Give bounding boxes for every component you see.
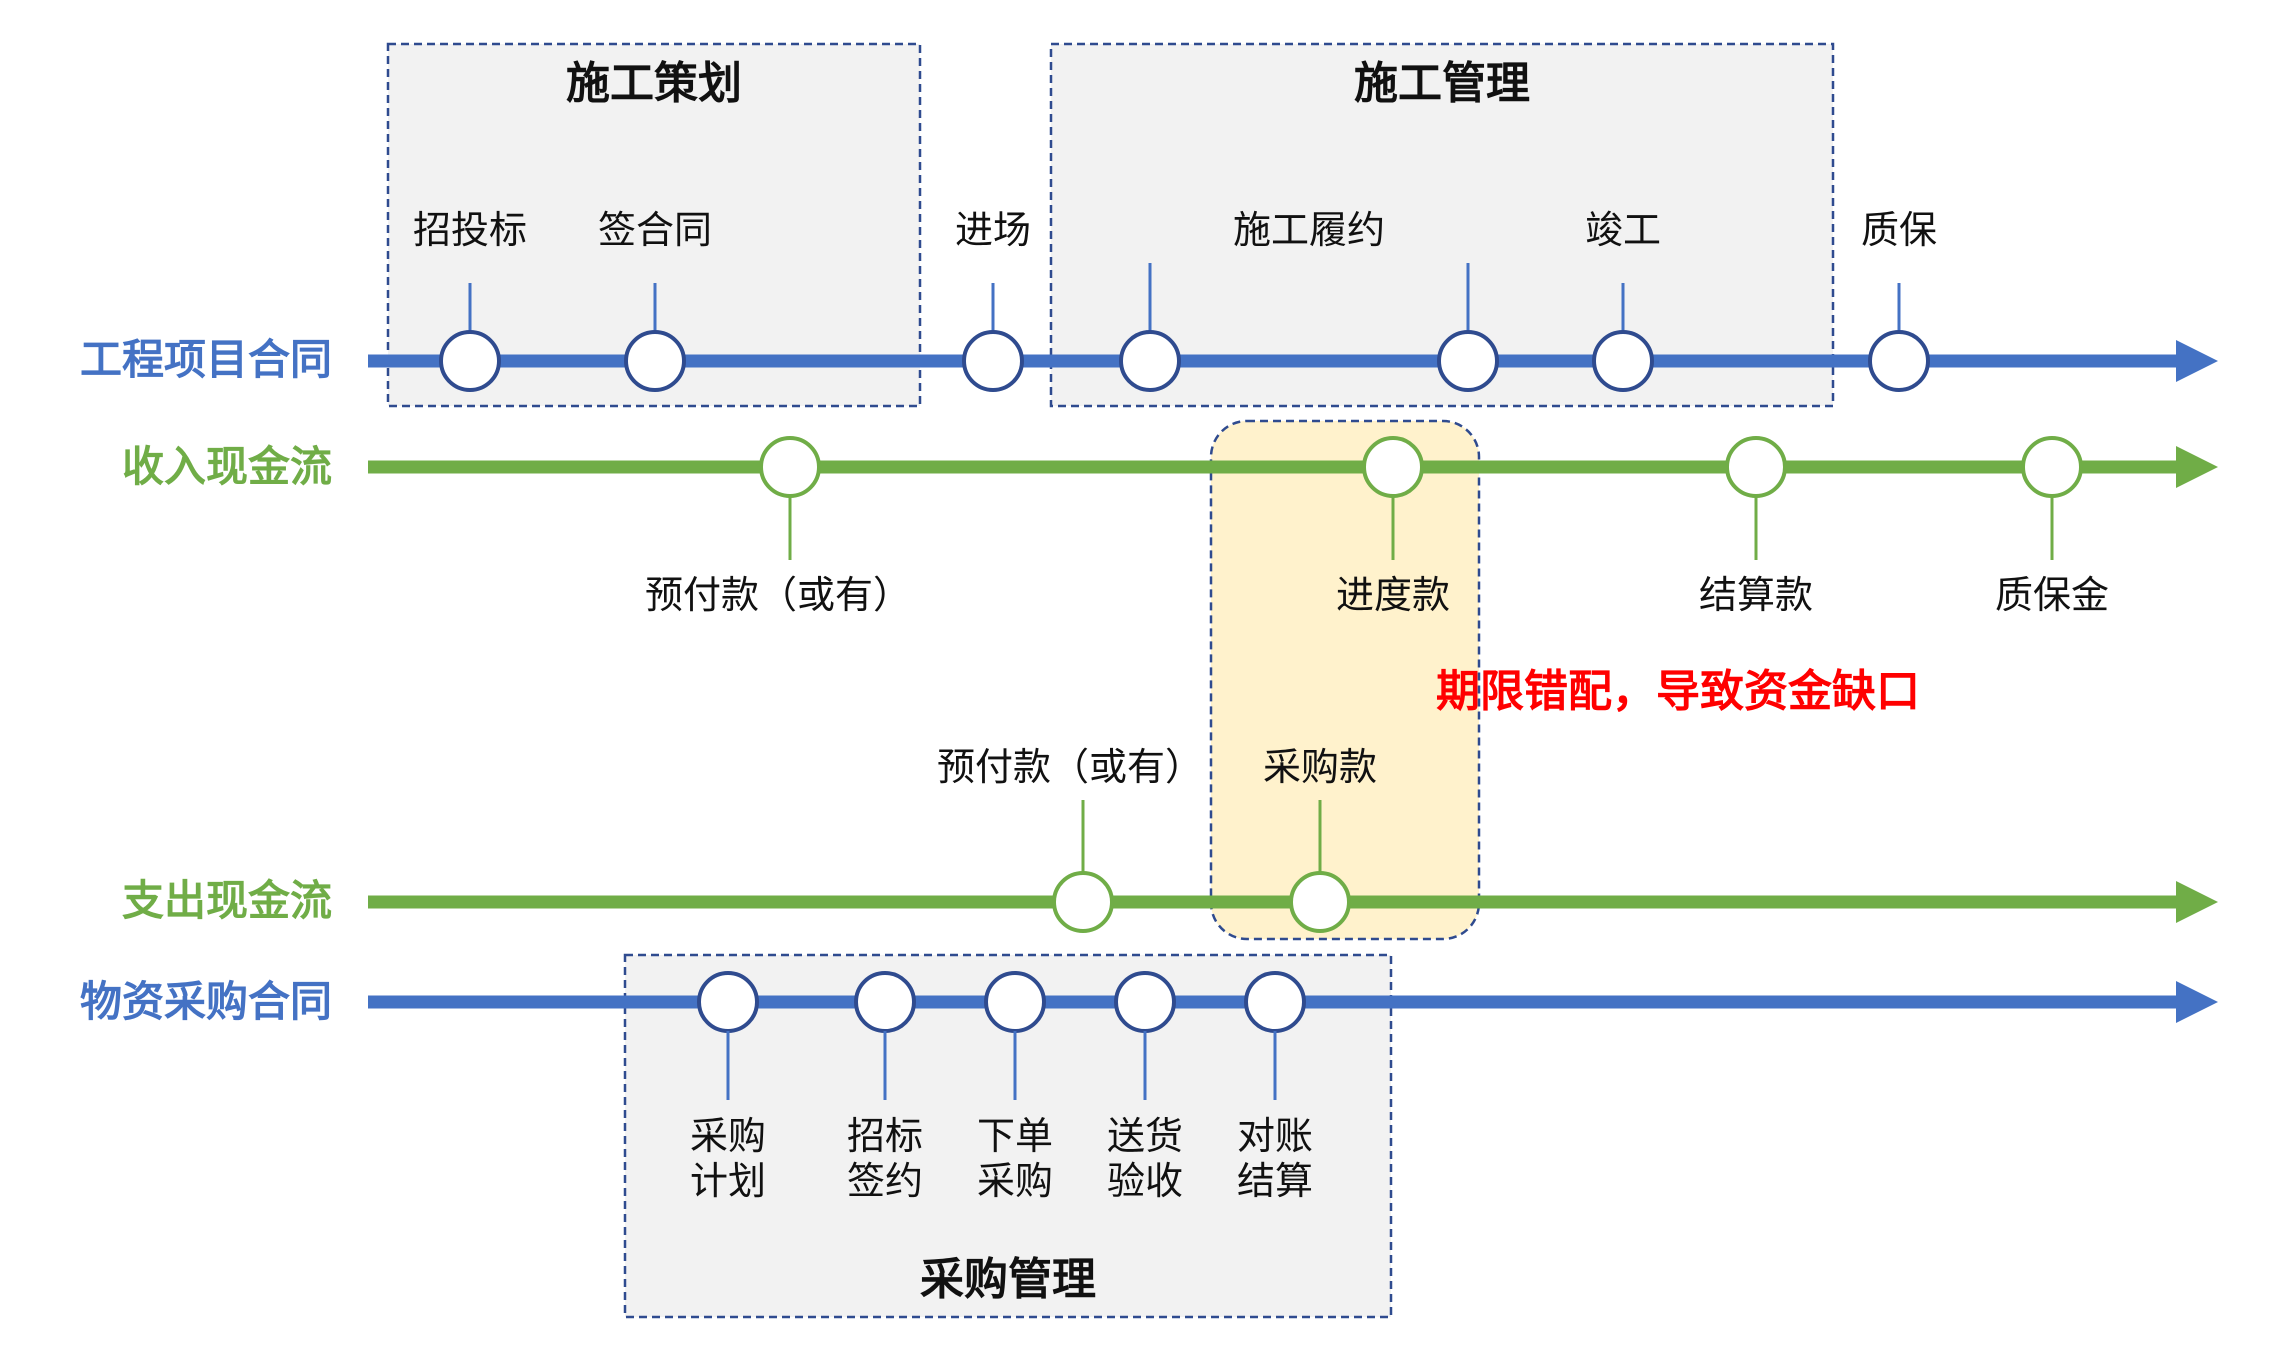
project-event-label: 质保 xyxy=(1861,208,1937,252)
procurement-management-title: 采购管理 xyxy=(920,1254,1096,1305)
project-event-warranty: 质保 xyxy=(1861,208,1937,392)
row-label-income-cashflow: 收入现金流 xyxy=(122,442,332,491)
mismatch-highlight-box xyxy=(1209,419,1481,941)
project-event-performance-end xyxy=(1437,263,1499,392)
project-event-sign-contract: 签合同 xyxy=(598,208,712,392)
expense-event-advance: 预付款（或有） xyxy=(937,745,1203,933)
purchase-event-label: 采购 xyxy=(977,1159,1053,1203)
purchase-event-label: 采购 xyxy=(690,1114,766,1158)
purchase-event-plan: 采购 计划 xyxy=(690,971,766,1203)
purchase-event-tender: 招标 签约 xyxy=(847,971,923,1203)
row-label-project-contract: 工程项目合同 xyxy=(80,335,332,384)
income-event-progress-payment: 进度款 xyxy=(1336,436,1450,617)
project-event-performance-start xyxy=(1119,263,1181,392)
project-event-completion: 竣工 xyxy=(1585,208,1661,392)
income-event-label: 质保金 xyxy=(1995,573,2109,617)
purchase-event-label: 招标 xyxy=(847,1114,923,1158)
construction-planning-title: 施工策划 xyxy=(566,58,742,109)
income-event-advance: 预付款（或有） xyxy=(645,436,911,617)
construction-management-title: 施工管理 xyxy=(1354,58,1530,109)
income-event-label: 进度款 xyxy=(1336,573,1450,617)
row-label-purchase-contract: 物资采购合同 xyxy=(80,977,332,1026)
purchase-event-label: 结算 xyxy=(1237,1159,1313,1203)
project-event-site-entry: 进场 xyxy=(955,208,1031,392)
row-label-expense-cashflow: 支出现金流 xyxy=(122,876,332,925)
income-event-settlement-payment: 结算款 xyxy=(1699,436,1813,617)
project-event-label-performance: 施工履约 xyxy=(1233,208,1385,252)
expense-event-purchase-payment: 采购款 xyxy=(1263,745,1377,933)
income-event-retention-money: 质保金 xyxy=(1995,436,2109,617)
purchase-event-label: 签约 xyxy=(847,1159,923,1203)
purchase-event-label: 验收 xyxy=(1107,1159,1183,1203)
income-event-label: 预付款（或有） xyxy=(645,573,911,617)
purchase-event-label: 下单 xyxy=(977,1114,1053,1158)
project-event-label: 签合同 xyxy=(598,208,712,252)
income-event-label: 结算款 xyxy=(1699,573,1813,617)
project-event-label: 竣工 xyxy=(1585,208,1661,252)
purchase-event-reconciliation: 对账 结算 xyxy=(1237,971,1313,1203)
expense-event-label: 采购款 xyxy=(1263,745,1377,789)
mismatch-warning: 期限错配，导致资金缺口 xyxy=(1436,666,1920,717)
project-event-label: 招投标 xyxy=(413,208,527,252)
purchase-event-label: 对账 xyxy=(1237,1114,1313,1158)
project-event-label: 进场 xyxy=(955,208,1031,252)
expense-cashflow-timeline xyxy=(368,881,2218,923)
purchase-event-delivery: 送货 验收 xyxy=(1107,971,1183,1203)
purchase-event-label: 计划 xyxy=(690,1159,766,1203)
income-cashflow-timeline xyxy=(368,446,2218,488)
expense-event-label: 预付款（或有） xyxy=(937,745,1203,789)
project-event-bidding: 招投标 xyxy=(413,208,527,392)
purchase-event-order: 下单 采购 xyxy=(977,971,1053,1203)
purchase-event-label: 送货 xyxy=(1107,1114,1183,1158)
